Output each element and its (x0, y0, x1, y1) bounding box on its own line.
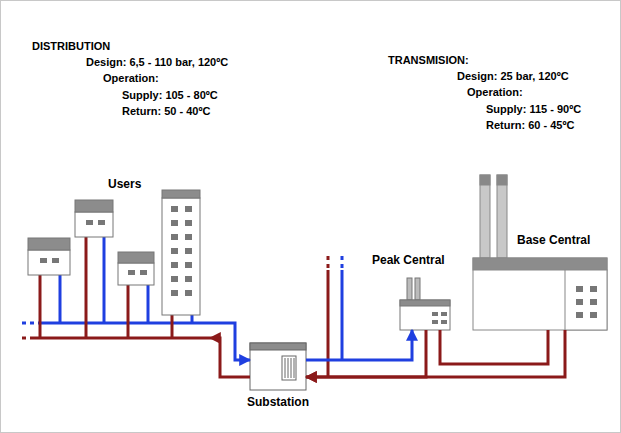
peak-central-building (400, 278, 450, 330)
section-heading: DISTRIBUTION (32, 39, 110, 53)
window (185, 276, 192, 282)
supply-pipe (440, 330, 548, 364)
spec-line: Return: 60 - 45ºC (486, 118, 574, 132)
spec-line: Return: 50 - 40ºC (122, 104, 210, 118)
window (185, 290, 192, 296)
section-heading: TRANSMISION: (388, 53, 469, 67)
spec-line: Operation: (103, 71, 159, 85)
supply-pipe (210, 338, 250, 377)
window (171, 290, 178, 296)
spec-line: Operation: (467, 85, 523, 99)
peak-central-box: Peak Central (400, 300, 450, 330)
window (185, 262, 192, 268)
node-label: Users (108, 177, 141, 192)
window (171, 276, 178, 282)
substation-building (250, 343, 306, 390)
spec-line: Design: 25 bar, 120ºC (457, 69, 569, 83)
window (171, 234, 178, 240)
supply-pipe (306, 330, 565, 377)
node-label: Peak Central (372, 253, 445, 268)
node-label: Base Central (517, 233, 590, 248)
base-central-box: Base Central (473, 258, 607, 330)
supply-pipe (306, 330, 426, 377)
spec-line: Design: 6,5 - 110 bar, 120ºC (86, 55, 228, 69)
spec-line: Supply: 105 - 80ºC (122, 88, 218, 102)
base-central-building (473, 175, 607, 330)
node-label: Substation (247, 395, 309, 410)
spec-line: Supply: 115 - 90ºC (486, 102, 581, 116)
return-pipe (210, 323, 250, 360)
window (171, 220, 178, 226)
window (185, 206, 192, 212)
substation-box: Substation (250, 343, 306, 390)
window (185, 248, 192, 254)
window (171, 206, 178, 212)
window (185, 220, 192, 226)
return-pipe (306, 330, 412, 360)
window (171, 248, 178, 254)
users-group: Users (22, 176, 210, 342)
user-buildings (28, 190, 200, 315)
window (171, 262, 178, 268)
window (185, 234, 192, 240)
